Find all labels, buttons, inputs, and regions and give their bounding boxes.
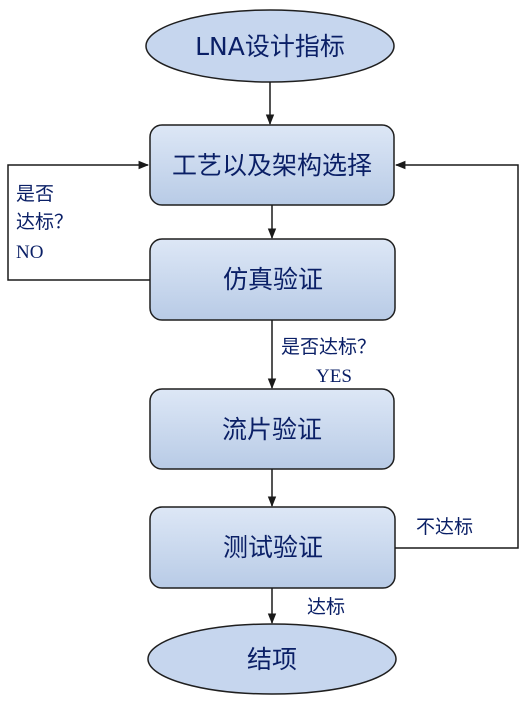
simulation-label: 仿真验证 (223, 265, 323, 294)
test-pass-label: 达标 (307, 596, 345, 618)
sim-pass-label-line1: 是否达标？ (281, 336, 376, 358)
sim-pass-label-line2: YES (316, 366, 352, 387)
process-select-label: 工艺以及架构选择 (172, 151, 372, 180)
arrow-sim-fail-loop (7, 160, 150, 281)
end-node (147, 623, 397, 695)
end-node-label: 结项 (247, 645, 297, 674)
test-label: 测试验证 (223, 533, 323, 562)
sim-fail-label-line3: NO (16, 242, 43, 263)
tapeout-label: 流片验证 (222, 415, 322, 444)
test-fail-label: 不达标 (416, 516, 473, 538)
start-node-label: LNA设计指标 (195, 32, 345, 61)
sim-fail-label-line2: 达标？ (16, 211, 73, 233)
sim-fail-label-line1: 是否 (16, 183, 54, 205)
arrow-test-fail-loop (394, 160, 519, 549)
